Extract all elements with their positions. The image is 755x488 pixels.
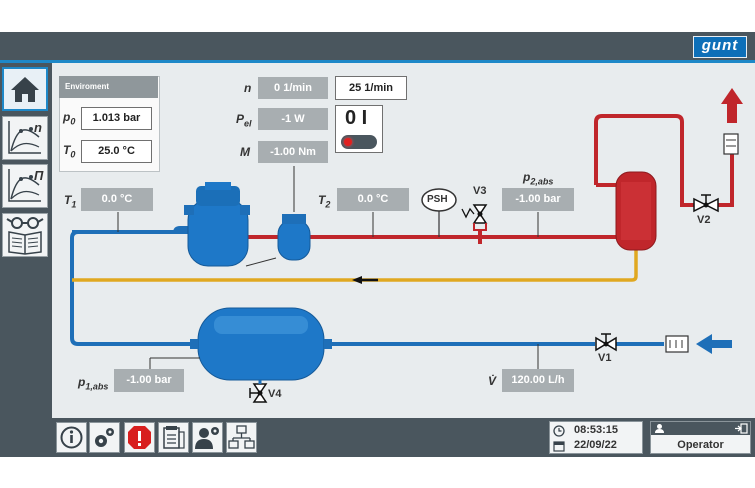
switch-indicator-icon <box>344 138 352 146</box>
check-valve-icon <box>723 133 739 155</box>
gears-icon <box>95 428 114 447</box>
flowmeter-icon <box>665 335 689 353</box>
sidebar-item-power-chart[interactable]: Π <box>2 164 48 208</box>
alarm-icon <box>128 426 151 449</box>
torque-label: M <box>240 145 250 159</box>
valve-v4-label: V4 <box>268 388 282 400</box>
sidebar-item-home[interactable] <box>2 67 48 111</box>
speed-chart-label: n <box>34 120 42 135</box>
valve-v3-label: V3 <box>473 185 487 197</box>
suction-pipe <box>70 226 200 346</box>
motor <box>187 199 249 267</box>
flow-value: 120.00 L/h <box>502 369 574 392</box>
p2-value: -1.00 bar <box>502 188 574 211</box>
t2-value: 0.0 °C <box>337 188 409 211</box>
home-icon <box>11 77 39 102</box>
speed-label: n <box>244 81 252 95</box>
t0-label: T0 <box>63 143 76 160</box>
power-value: -1 W <box>258 108 328 130</box>
inlet-arrow-icon <box>696 334 732 354</box>
data-logger-button[interactable] <box>158 422 189 453</box>
return-pipe <box>72 245 638 282</box>
flow-label: V̇ <box>488 374 497 388</box>
speed-chart-icon <box>8 121 41 154</box>
sidebar-item-documentation[interactable] <box>2 213 48 257</box>
relief-pipe <box>594 114 700 207</box>
t2-label: T2 <box>318 193 331 210</box>
current-time: 08:53:15 <box>574 424 619 436</box>
logout-icon[interactable] <box>734 423 748 434</box>
outlet-arrow-icon <box>721 88 743 123</box>
t0-field[interactable]: 25.0 °C <box>81 140 152 163</box>
current-date: 22/09/22 <box>574 439 617 451</box>
sidebar: n Π <box>0 63 52 457</box>
info-icon <box>60 426 83 449</box>
valve-v1-label: V1 <box>598 352 612 364</box>
p0-label: p0 <box>63 110 76 127</box>
speed-setpoint-field[interactable]: 25 1/min <box>335 76 407 100</box>
user-icon <box>655 424 664 433</box>
t1-label: T1 <box>64 193 77 210</box>
power-chart-label: Π <box>34 168 44 183</box>
user-panel-header <box>651 422 750 435</box>
speed-actual-value: 0 1/min <box>258 77 328 99</box>
settings-button[interactable] <box>89 422 120 453</box>
gunt-logo: gunt <box>693 36 747 58</box>
torque-value: -1.00 Nm <box>258 141 328 163</box>
power-label: Pel <box>236 112 252 129</box>
valve-v2-label: V2 <box>697 214 711 226</box>
switch-toggle <box>341 135 377 149</box>
datetime-panel: 08:53:15 22/09/22 <box>549 421 643 454</box>
network-button[interactable] <box>226 422 257 453</box>
user-settings-button[interactable] <box>192 422 223 453</box>
p0-field[interactable]: 1.013 bar <box>81 107 152 130</box>
top-bar <box>0 32 755 60</box>
glasses-book-icon <box>6 217 44 255</box>
p1-value: -1.00 bar <box>114 369 184 392</box>
environment-title: Enviroment <box>59 76 158 98</box>
bottom-toolbar: 08:53:15 22/09/22 Operator <box>52 418 755 457</box>
power-chart-icon <box>8 169 41 202</box>
p1-label: p1,abs <box>78 375 109 392</box>
psh-label: PSH <box>427 194 448 205</box>
data-logger-icon <box>163 426 185 449</box>
motor-switch[interactable]: 0 I <box>335 105 383 153</box>
current-user: Operator <box>677 439 724 451</box>
sidebar-item-speed-chart[interactable]: n <box>2 116 48 160</box>
alarm-button[interactable] <box>124 422 155 453</box>
pump <box>277 219 311 261</box>
clock-icon <box>553 425 565 437</box>
top-accent-line <box>0 60 755 63</box>
t1-value: 0.0 °C <box>81 188 153 211</box>
switch-label: 0 I <box>345 107 368 129</box>
p2-label: p2,abs <box>523 170 554 187</box>
user-panel[interactable]: Operator <box>650 421 751 454</box>
calendar-icon <box>553 441 565 452</box>
network-icon <box>228 425 255 449</box>
info-button[interactable] <box>56 422 87 453</box>
user-gear-icon <box>195 427 219 449</box>
